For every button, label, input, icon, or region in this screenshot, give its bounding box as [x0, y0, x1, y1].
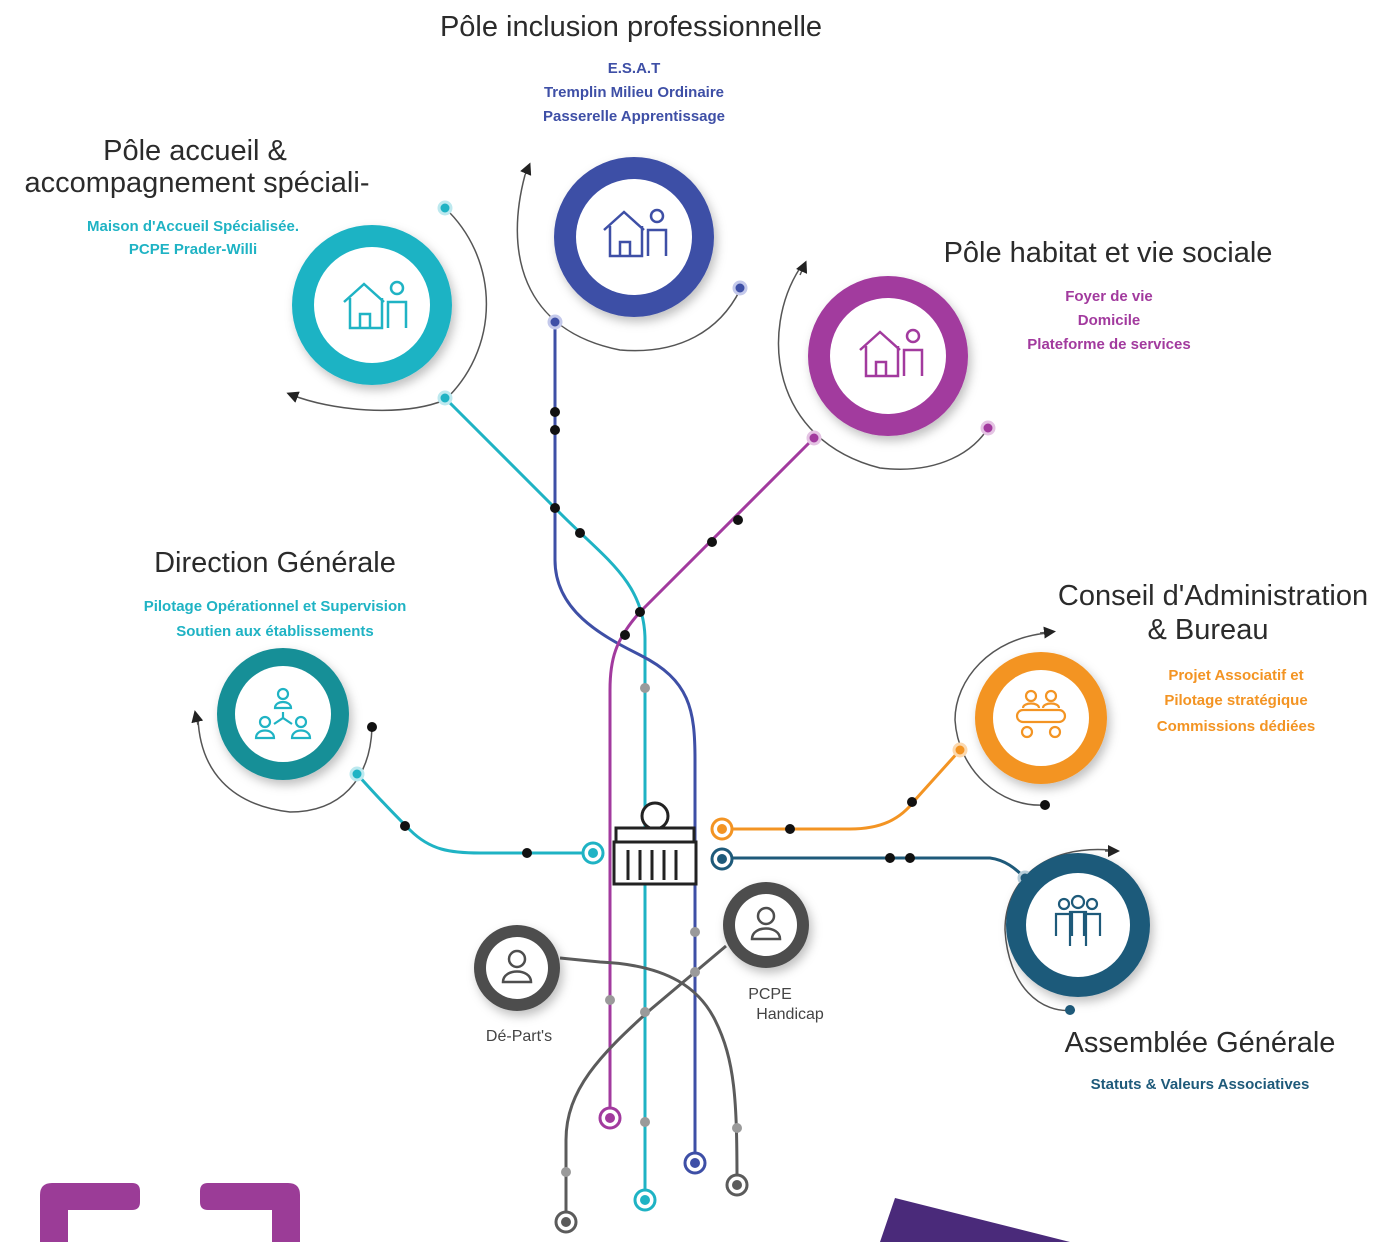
house-person-icon	[603, 208, 668, 258]
pcpe-node[interactable]	[723, 882, 809, 968]
terminal-rings	[554, 817, 749, 1234]
pole-accueil-node[interactable]	[286, 200, 488, 412]
pole-direction-line: Soutien aux établissements	[176, 623, 374, 640]
line-pcpe	[564, 944, 727, 1222]
group-icon	[1054, 894, 1102, 946]
pole-conseil-node[interactable]	[952, 626, 1107, 810]
pole-accueil-line: Maison d'Accueil Spécialisée.	[87, 218, 299, 235]
pole-habitat-line: Domicile	[1078, 312, 1141, 329]
pole-inclusion-line: E.S.A.T	[608, 60, 661, 77]
pole-assemblee-title: Assemblée Générale	[1065, 1027, 1336, 1059]
line-inclusion	[553, 322, 697, 1162]
line-conseil	[722, 748, 962, 831]
pole-conseil-line: Pilotage stratégique	[1164, 692, 1307, 709]
decorative-bracket	[40, 1183, 300, 1242]
line-assemblee	[722, 856, 1027, 880]
pole-direction-node[interactable]	[191, 648, 377, 813]
pcpe-label: PCPE	[748, 986, 792, 1003]
pole-direction-title: Direction Générale	[154, 547, 396, 579]
pole-accueil-line: PCPE Prader-Willi	[129, 241, 257, 258]
pole-inclusion-title: Pôle inclusion professionnelle	[440, 11, 822, 43]
pole-assemblee-line: Statuts & Valeurs Associatives	[1091, 1076, 1310, 1093]
pole-habitat-node[interactable]	[777, 260, 996, 470]
house-person-icon	[343, 280, 408, 330]
pole-assemblee-node[interactable]	[1004, 845, 1150, 1015]
building-icon	[612, 801, 698, 886]
gray-dots	[561, 683, 742, 1177]
house-person-icon	[859, 328, 924, 378]
meeting-table-icon	[1015, 689, 1067, 739]
pole-habitat-title: Pôle habitat et vie sociale	[944, 237, 1273, 269]
line-departs	[559, 956, 739, 1184]
pole-inclusion-line: Tremplin Milieu Ordinaire	[544, 84, 724, 101]
person-icon	[501, 949, 533, 984]
pole-direction-line: Pilotage Opérationnel et Supervision	[144, 598, 407, 615]
pole-conseil-line: Commissions dédiées	[1157, 718, 1315, 735]
pole-conseil-title: & Bureau	[1148, 614, 1269, 646]
station-dots	[400, 407, 917, 863]
pcpe-label: Handicap	[756, 1006, 824, 1023]
departs-label: Dé-Part's	[486, 1028, 552, 1045]
person-icon	[750, 906, 782, 941]
line-direction	[355, 773, 593, 855]
line-accueil	[443, 396, 647, 1200]
pole-inclusion-node[interactable]	[516, 157, 748, 352]
pole-conseil-title: Conseil d'Administration	[1058, 580, 1368, 612]
pole-habitat-line: Plateforme de services	[1027, 336, 1190, 353]
pole-inclusion-line: Passerelle Apprentissage	[543, 108, 725, 125]
pole-conseil-line: Projet Associatif et	[1168, 667, 1303, 684]
org-chart-icon	[254, 687, 312, 740]
pole-habitat-line: Foyer de vie	[1065, 288, 1153, 305]
pole-accueil-title: accompagnement spéciali-	[25, 167, 370, 199]
pole-accueil-title: Pôle accueil &	[103, 135, 287, 167]
connection-lines	[355, 322, 1027, 1222]
decorative-triangle	[880, 1198, 1070, 1242]
departs-node[interactable]	[474, 925, 560, 1011]
